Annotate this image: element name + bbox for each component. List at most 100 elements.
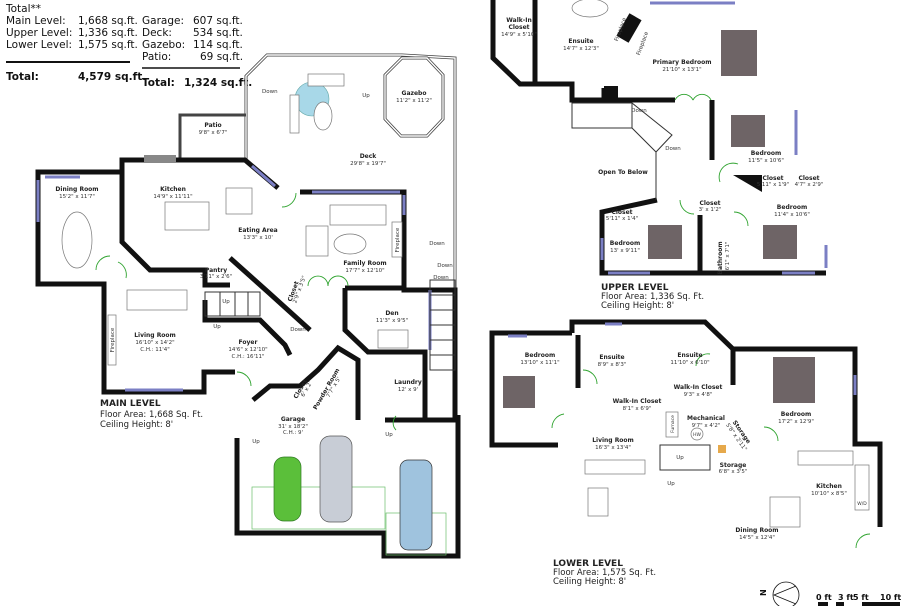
door[interactable] bbox=[679, 199, 695, 215]
eating-table bbox=[225, 187, 253, 215]
room-name: Dining Room bbox=[55, 186, 98, 193]
room-dims: 13'10" x 11'1" bbox=[520, 360, 559, 366]
wall bbox=[119, 172, 230, 288]
bed bbox=[773, 357, 815, 403]
door[interactable] bbox=[307, 275, 349, 287]
upper-level-label: Upper Level: bbox=[6, 27, 72, 39]
upper-level-labels: Walk-In Closet 14'9" x 5'10" Ensuite 14'… bbox=[501, 16, 823, 311]
door[interactable] bbox=[674, 93, 712, 101]
room-dims: 3' x 1'2" bbox=[699, 207, 722, 213]
stair-label: Up bbox=[667, 481, 675, 487]
lower-level-value: 1,575 sq.ft. bbox=[78, 39, 138, 51]
room-dims: 13' x 9'11" bbox=[610, 248, 640, 254]
room-name: Closet bbox=[762, 175, 783, 182]
garage-label: Garage: bbox=[142, 15, 184, 27]
level-ceiling: Ceiling Height: 8' bbox=[100, 420, 173, 430]
room-name: Ensuite bbox=[568, 38, 593, 45]
level-title: MAIN LEVEL bbox=[100, 399, 161, 409]
room-name: Bathroom bbox=[717, 241, 724, 274]
stair-label: Down bbox=[262, 89, 278, 95]
summary-heading: Total** bbox=[5, 3, 41, 15]
upper-level-plan bbox=[490, 0, 828, 276]
stair-label: Up bbox=[213, 324, 221, 330]
door[interactable] bbox=[855, 533, 871, 549]
bathtub bbox=[571, 0, 609, 18]
door[interactable] bbox=[392, 415, 397, 431]
door[interactable] bbox=[281, 192, 297, 208]
level-floor-area: Floor Area: 1,668 Sq. Ft. bbox=[100, 410, 203, 420]
room-ceiling: C.H.: 11'4" bbox=[140, 347, 170, 353]
room-dims: 16'10" x 14'2" bbox=[135, 340, 174, 346]
main-level-plan bbox=[35, 53, 461, 559]
living-total-label: Total: bbox=[6, 71, 39, 83]
window bbox=[251, 164, 276, 188]
room-dims: 14'7" x 12'3" bbox=[563, 46, 599, 52]
door[interactable] bbox=[95, 255, 127, 279]
room-name: Walk-In Closet bbox=[613, 398, 662, 405]
lower-level-plan bbox=[489, 319, 883, 549]
fireplace-label: Fireplace bbox=[110, 327, 116, 352]
room-name: Family Room bbox=[343, 260, 386, 267]
room-name: Mechanical bbox=[687, 415, 725, 422]
door[interactable] bbox=[695, 353, 711, 367]
gazebo-outline bbox=[383, 56, 445, 138]
column bbox=[733, 175, 762, 192]
level-title: UPPER LEVEL bbox=[601, 283, 669, 293]
stair-label: Down bbox=[433, 275, 449, 281]
room-name: Eating Area bbox=[238, 227, 277, 234]
living-sofa bbox=[126, 289, 188, 311]
kitchen-counter bbox=[854, 464, 870, 511]
room-dims: 15'2" x 11'7" bbox=[59, 194, 95, 200]
level-ceiling: Ceiling Height: 8' bbox=[553, 577, 626, 587]
door[interactable] bbox=[718, 162, 739, 183]
room-name: Garage bbox=[281, 416, 305, 423]
fireplace bbox=[107, 314, 117, 366]
living-total-value: 4,579 sq.ft. bbox=[78, 71, 146, 83]
door[interactable] bbox=[733, 211, 749, 227]
door[interactable] bbox=[236, 371, 252, 387]
room-name: Bedroom bbox=[777, 204, 807, 211]
room-dims: 11'3" x 9'5" bbox=[376, 318, 408, 324]
door[interactable] bbox=[582, 369, 598, 385]
main-level-labels: Patio 9'8" x 6'7" Down Gazebo 11'2" x 11… bbox=[55, 89, 453, 445]
wall bbox=[535, 81, 607, 103]
fireplace-label: Fireplace bbox=[395, 227, 401, 252]
room-name: Living Room bbox=[134, 332, 176, 339]
door[interactable] bbox=[551, 413, 565, 429]
area-summary: Total** Main Level: 1,668 sq.ft. Upper L… bbox=[5, 3, 252, 89]
scale-label: 10 ft bbox=[880, 593, 901, 602]
fireplace bbox=[391, 221, 403, 258]
deck-sofa bbox=[307, 73, 345, 87]
room-dims: 11'10" x 6'10" bbox=[670, 360, 709, 366]
wall bbox=[342, 288, 428, 420]
room-dims: 17'7" x 12'10" bbox=[345, 268, 384, 274]
stair-label: Up bbox=[362, 93, 370, 99]
coffee-table bbox=[333, 233, 367, 255]
room-name: Bedroom bbox=[751, 150, 781, 157]
room-dims: 6'8" x 3'5" bbox=[719, 469, 748, 475]
level-floor-area: Floor Area: 1,336 Sq. Ft. bbox=[601, 292, 704, 302]
room-name: Bedroom bbox=[610, 240, 640, 247]
room-name: Foyer bbox=[239, 339, 258, 346]
main-level-label: Main Level: bbox=[6, 15, 66, 27]
gazebo-label: Gazebo: bbox=[142, 39, 185, 51]
room-dims: 11'4" x 10'6" bbox=[774, 212, 810, 218]
dining-table bbox=[61, 211, 93, 269]
level-floor-area: Floor Area: 1,575 Sq. Ft. bbox=[553, 568, 656, 578]
furnace bbox=[665, 411, 679, 438]
wall bbox=[569, 319, 883, 527]
room-name: Bedroom bbox=[781, 411, 811, 418]
lower-level-labels: Bedroom 13'10" x 11'1" Ensuite 8'9" x 8'… bbox=[520, 352, 867, 587]
room-name: Pantry bbox=[205, 267, 227, 274]
stair-label: Down bbox=[437, 263, 453, 269]
door[interactable] bbox=[763, 426, 779, 442]
patio-value: 69 sq.ft. bbox=[200, 51, 243, 63]
room-dims: 8'1" x 6'9" bbox=[623, 406, 652, 412]
stair-label: Down bbox=[665, 146, 681, 152]
room-dims: 11'2" x 11'2" bbox=[396, 98, 432, 104]
wall bbox=[234, 415, 461, 559]
lower-level-label: Lower Level: bbox=[6, 39, 72, 51]
furnace-label: Furnace bbox=[670, 415, 676, 433]
family-sofa bbox=[329, 204, 387, 226]
level-title: LOWER LEVEL bbox=[553, 559, 623, 569]
